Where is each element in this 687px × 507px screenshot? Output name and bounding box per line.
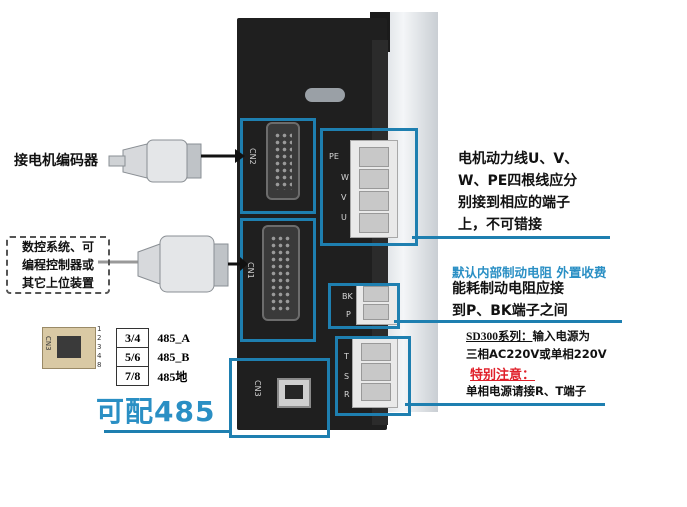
controller-label-box: 数控系统、可 编程控制器或 其它上位装置: [6, 236, 110, 294]
signal-cell: 485_A: [157, 330, 191, 345]
pin-cell: 3/4: [115, 328, 150, 348]
encoder-db-connector-icon: [108, 139, 245, 183]
signal-cell: 485地: [157, 369, 188, 384]
brake-note: 能耗制动电阻应接 到P、BK端子之间: [452, 278, 568, 322]
cn3-label: CN3: [253, 380, 262, 397]
signal-cell: 485_B: [157, 349, 190, 364]
terminal-r-label: R: [344, 390, 350, 399]
power-note: SD300系列：输入电源为 三相AC220V或单相220V: [466, 328, 607, 363]
controller-label-line1: 数控系统、可: [21, 240, 94, 254]
brake-note-line1: 能耗制动电阻应接: [452, 281, 564, 297]
brake-note-line2: 到P、BK端子之间: [452, 303, 568, 319]
motor-note: 电机动力线U、V、 W、PE四根线应分 别接到相应的端子 上，不可错接: [458, 148, 578, 236]
brake-default-note: 默认内部制动电阻 外置收费: [452, 265, 607, 280]
table-row: 5/6 485_B: [115, 347, 199, 367]
pin-cell: 5/6: [115, 347, 150, 367]
table-row: 3/4 485_A: [115, 328, 199, 348]
cn2-port: [266, 122, 300, 200]
terminal-u-label: U: [341, 213, 347, 222]
motor-callout-line: [412, 236, 610, 239]
cn2-label: CN2: [248, 148, 257, 165]
rj45-pinout-table: 3/4 485_A 5/6 485_B 7/8 485地: [115, 328, 199, 386]
controller-label-line2: 编程控制器或: [21, 258, 94, 272]
cn1-highlight-box: [240, 218, 316, 342]
controller-label-line3: 其它上位装置: [21, 276, 94, 290]
motor-terminal-block: [350, 140, 398, 238]
brake-callout-line: [394, 320, 622, 323]
pin-cell: 7/8: [115, 366, 150, 386]
power-note-line2: 三相AC220V或单相220V: [466, 347, 607, 361]
cn2-highlight-box: [240, 118, 316, 214]
terminal-p-label: P: [346, 310, 351, 319]
rs485-callout: 可配485: [96, 395, 216, 428]
table-row: 7/8 485地: [115, 366, 199, 386]
motor-terminal-highlight-box: [320, 128, 418, 246]
terminal-w-label: W: [341, 173, 349, 182]
rj45-jack-icon: [42, 327, 96, 369]
motor-note-line1: 电机动力线U、V、: [458, 151, 579, 167]
drive-badge: [305, 88, 345, 102]
rs485-callout-line: [104, 430, 232, 433]
terminal-bk-label: BK: [342, 292, 353, 301]
power-note-title: SD300系列：: [466, 331, 533, 343]
cn3-highlight-box: [229, 358, 330, 438]
attention-label: 特别注意：: [470, 368, 536, 383]
power-terminal-highlight-box: [335, 336, 411, 416]
encoder-label: 接电机编码器: [14, 153, 98, 169]
cn1-port: [262, 225, 300, 321]
single-phase-note: 单相电源请接R、T端子: [466, 384, 587, 398]
terminal-s-label: S: [344, 372, 350, 381]
power-note-rest: 输入电源为: [532, 329, 590, 343]
terminal-t-label: T: [344, 352, 349, 361]
motor-note-line4: 上，不可错接: [458, 217, 542, 233]
motor-note-line3: 别接到相应的端子: [458, 195, 570, 211]
terminal-pe-label: PE: [329, 152, 339, 161]
cn3-rj45-port: [277, 378, 311, 408]
controller-db-connector-icon: [98, 235, 248, 293]
power-callout-line: [405, 403, 605, 406]
brake-terminal-highlight-box: [328, 283, 400, 329]
rj45-jack-label: CN3: [44, 336, 52, 351]
cn1-label: CN1: [246, 262, 255, 279]
motor-note-line2: W、PE四根线应分: [458, 173, 578, 189]
rj45-pin-markers: 1 2 3 4 8: [97, 325, 102, 369]
terminal-v-label: V: [341, 193, 347, 202]
